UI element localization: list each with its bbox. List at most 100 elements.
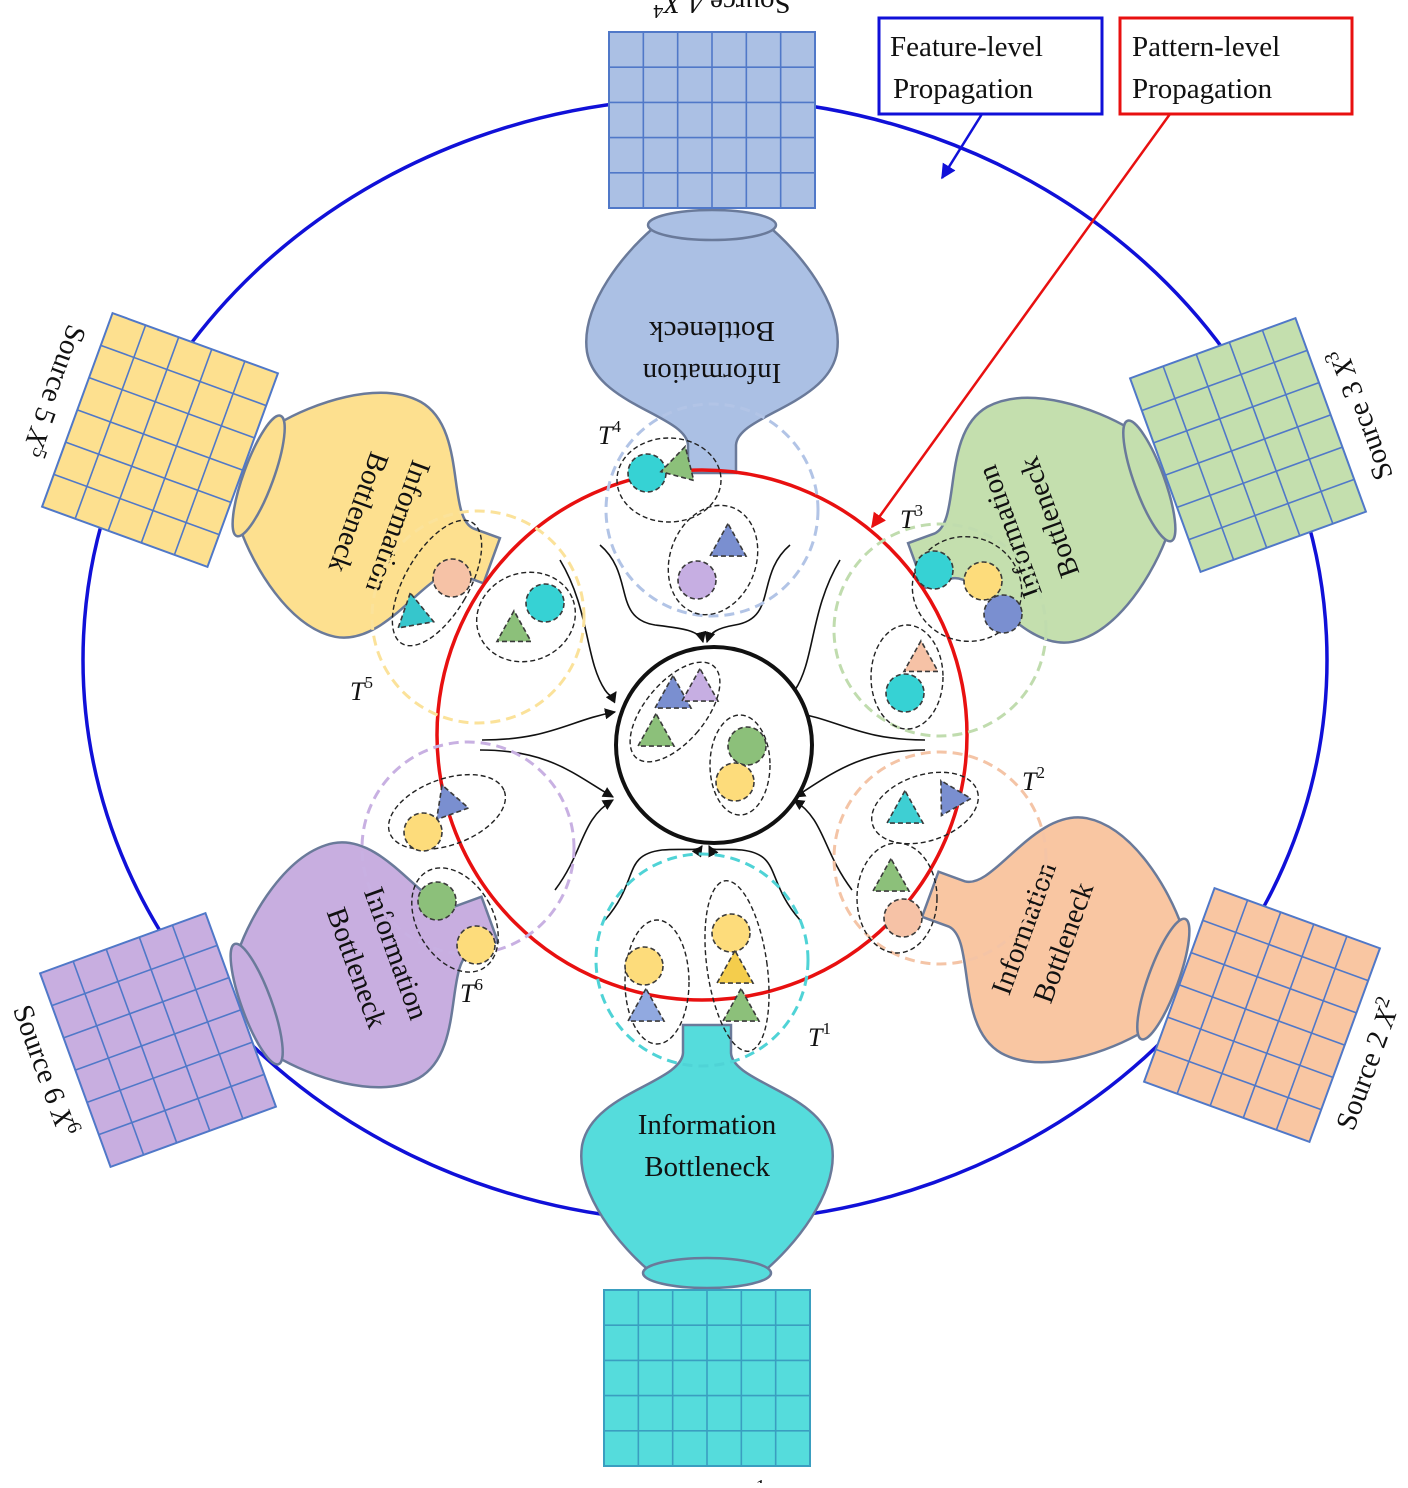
pattern-level-circle <box>435 468 969 1002</box>
g2-circle-peach <box>883 898 923 938</box>
g6-circle-yellow <box>403 812 443 852</box>
g1-cluster-b <box>704 880 770 1052</box>
source-1-label: Source 1 X1 <box>628 1476 765 1483</box>
g5-cluster-a <box>391 519 483 647</box>
source-4-label: Source 4 X4 <box>653 0 790 22</box>
center-triangle-green <box>636 711 676 747</box>
g5-cluster-b <box>475 571 577 663</box>
g1-circle-yellow-2 <box>711 913 751 953</box>
g2-triangle-green <box>871 856 911 892</box>
g4-circle-purple <box>677 560 717 600</box>
source-4-data-grid <box>608 31 816 209</box>
flow-arrow-2 <box>704 544 791 644</box>
g5-circle-peach <box>432 558 472 598</box>
pattern-2-label: T2 <box>1022 763 1045 796</box>
flow-arrow-10 <box>793 799 853 891</box>
pattern-group-1-boundary <box>594 852 810 1068</box>
g3-circle-blue <box>983 594 1023 634</box>
g3-circle-teal-2 <box>885 673 925 713</box>
g5-triangle-teal <box>396 591 436 629</box>
g4-triangle-green <box>659 444 695 482</box>
g1-circle-yellow <box>624 946 664 986</box>
source-4-module: Information Bottleneck Source 4 X4 <box>585 0 839 475</box>
pattern-4-label: T4 <box>598 417 621 450</box>
source-6-data-grid <box>38 911 278 1169</box>
source-4-bottleneck-funnel <box>585 223 839 475</box>
flow-arrow-7 <box>479 749 614 798</box>
pattern-group-3-boundary <box>832 522 1048 738</box>
source-5-funnel-rim <box>231 414 286 538</box>
g1-triangle-green <box>721 986 761 1022</box>
source-1-data-grid <box>603 1289 811 1467</box>
g4-cluster-b <box>667 504 759 616</box>
flow-arrow-8 <box>794 749 926 798</box>
g6-circle-green <box>417 881 457 921</box>
legend-feature-line2: Propagation <box>893 73 1034 105</box>
source-4-bottleneck-line1: Information <box>642 357 781 389</box>
center-cluster-b <box>709 714 771 816</box>
legend-pattern-line1: Pattern-level <box>1132 31 1280 63</box>
pattern-6-label: T6 <box>460 975 483 1008</box>
legend-feature-box <box>877 16 1104 116</box>
center-circle-yellow <box>715 762 755 802</box>
g1-triangle-blue <box>626 986 666 1022</box>
legend-feature-line1: Feature-level <box>890 31 1043 63</box>
pattern-group-5-boundary <box>370 509 586 725</box>
pattern-legend-arrow <box>870 113 1172 529</box>
flow-arrow-3 <box>559 559 617 704</box>
pattern-1-label: T1 <box>808 1019 831 1052</box>
pattern-group-2-boundary <box>832 750 1048 966</box>
source-1-bottleneck-line2: Bottleneck <box>644 1151 770 1183</box>
flow-arrow-9 <box>554 799 614 891</box>
g3-circle-teal <box>914 550 954 590</box>
g5-circle-teal <box>525 583 565 623</box>
g4-cluster-a <box>616 437 722 523</box>
source-5-data-grid <box>40 311 280 569</box>
g2-triangle-teal <box>885 788 925 824</box>
g4-triangle-blue <box>708 521 748 557</box>
source-3-data-grid <box>1128 316 1368 574</box>
g2-cluster-a <box>871 771 979 845</box>
flow-arrow-11 <box>604 845 703 921</box>
source-3-funnel-rim <box>1122 419 1177 543</box>
source-4-funnel-rim <box>646 208 778 242</box>
pattern-group-4: T4 <box>598 402 820 618</box>
flow-arrow-4 <box>780 559 841 703</box>
flow-arrow-5 <box>481 708 617 741</box>
pattern-5-label: T5 <box>350 673 373 706</box>
g1-triangle-yellow <box>715 948 755 984</box>
g1-cluster-a <box>624 919 690 1045</box>
g2-triangle-blue <box>940 779 973 817</box>
g4-circle-teal <box>627 453 667 493</box>
g3-circle-yellow <box>963 561 1003 601</box>
source-1-funnel-rim <box>641 1256 773 1290</box>
source-1-bottleneck-line1: Information <box>638 1109 777 1141</box>
pattern-group-4-boundary <box>604 402 820 618</box>
flow-arrow-12 <box>708 844 801 921</box>
pattern-group-5: T5 <box>350 509 586 725</box>
center-cluster-a <box>629 661 721 763</box>
source-6-funnel-rim <box>229 942 284 1066</box>
pattern-group-3: T3 <box>832 501 1048 738</box>
g6-triangle-blue <box>435 783 471 821</box>
g6-cluster-b <box>411 867 499 973</box>
g2-cluster-b <box>856 842 938 954</box>
g3-triangle-peach <box>902 639 940 673</box>
pattern-group-6: T6 <box>360 740 576 1008</box>
g6-cluster-a <box>387 773 507 851</box>
source-2-data-grid <box>1142 886 1382 1144</box>
g5-triangle-green <box>495 609 533 643</box>
legend-pattern-line2: Propagation <box>1132 73 1273 105</box>
source-2-funnel-rim <box>1136 917 1191 1041</box>
center-circle-green <box>727 726 767 766</box>
pattern-3-label: T3 <box>900 501 923 534</box>
source-4-bottleneck-line2: Bottleneck <box>649 315 775 347</box>
g6-circle-yellow-2 <box>456 925 496 965</box>
